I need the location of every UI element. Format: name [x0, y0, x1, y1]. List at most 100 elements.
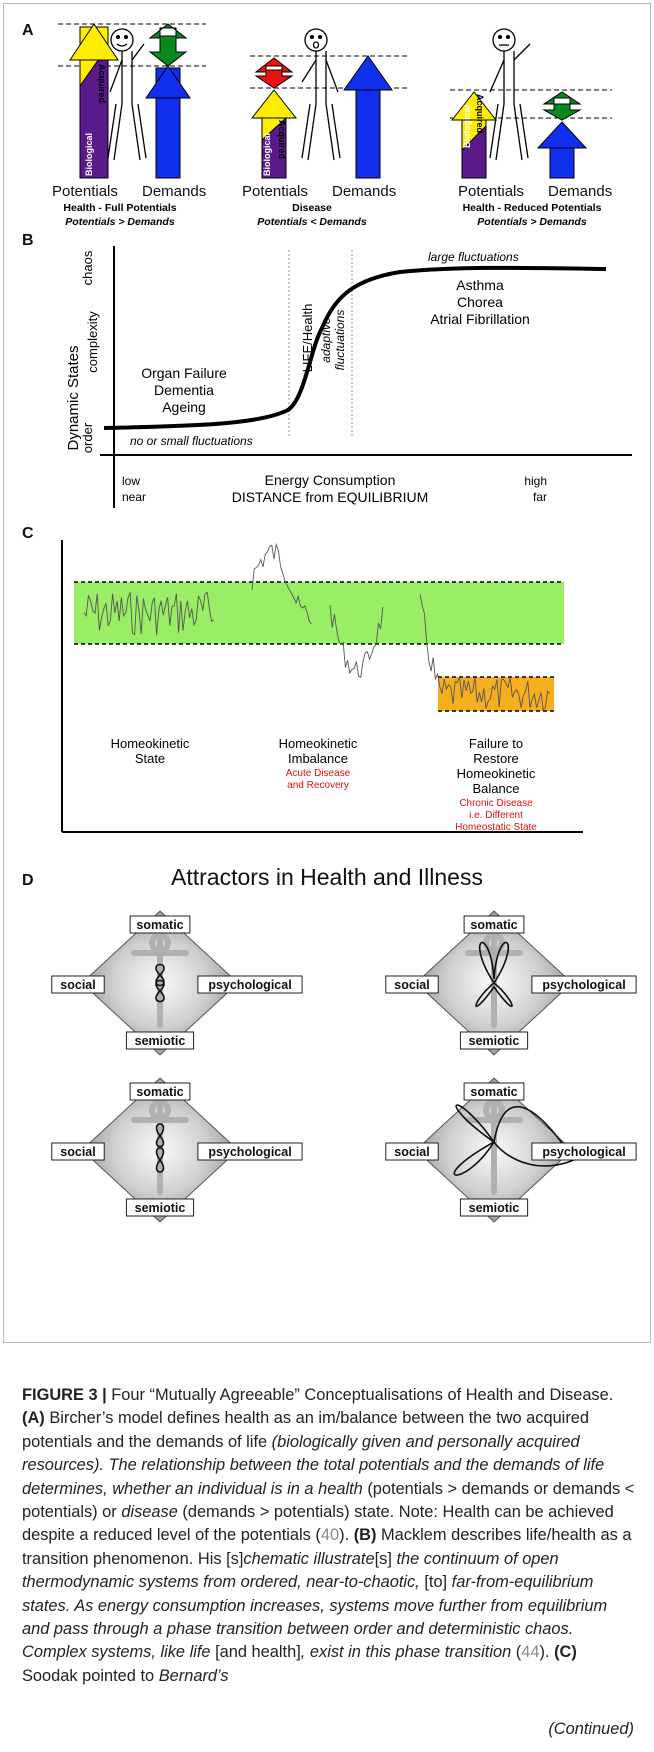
label-box	[385, 975, 439, 994]
panel-b-letter: B	[22, 232, 34, 249]
surplus-arrow-up	[542, 91, 582, 105]
potentials-arrow-head	[69, 23, 119, 61]
signal-trace	[83, 591, 215, 636]
label-box	[51, 975, 105, 994]
panel-d-letter: D	[22, 872, 34, 889]
order-example: Organ Failure	[141, 365, 227, 381]
biological-label: Biological	[262, 133, 272, 176]
human-silhouette	[131, 932, 189, 1028]
stick-figure	[301, 28, 341, 161]
label-text: semiotic	[469, 1201, 520, 1215]
label-imbalance-line: Homeokinetic	[279, 736, 358, 751]
state-title: Health - Full Potentials	[63, 202, 176, 214]
corner-label-right: psychological	[197, 975, 303, 994]
label-box	[531, 1142, 637, 1161]
caption-panel-ref: (A)	[22, 1409, 45, 1428]
state-relation: Potentials < Demands	[257, 216, 367, 228]
chaos-example: Atrial Fibrillation	[430, 311, 530, 327]
caption-text: chematic illustrate	[243, 1549, 375, 1568]
potentials-arrow-head	[450, 91, 498, 121]
demands-arrow-head	[343, 55, 393, 91]
caption-text: Soodak pointed to	[22, 1666, 159, 1685]
acquired-label: Acquired	[97, 64, 107, 103]
label-text: semiotic	[469, 1034, 520, 1048]
chronic-disease-note: Homeostatic State	[455, 822, 537, 833]
panel-c-homeokinesis: Homeokinetic State Homeokinetic Imbalanc…	[61, 540, 583, 833]
citation-link[interactable]: 40	[320, 1526, 340, 1545]
caption-text: (demands > potentials) state. Note: Heal…	[22, 1503, 614, 1545]
biological-potentials-area	[261, 116, 287, 179]
x-low-label: low	[122, 474, 140, 488]
demands-label: Demands	[332, 183, 396, 200]
corner-label-left: social	[51, 1142, 105, 1161]
attractor-diagram: somatic semiotic social psychological	[385, 910, 637, 1056]
panel-b-phase-transition: Dynamic States complexity chaos order la…	[65, 246, 632, 508]
signal-trace	[419, 594, 551, 712]
label-box	[125, 1198, 195, 1217]
label-text: semiotic	[135, 1201, 186, 1215]
caption-text: the continuum of open thermodynamic syst…	[22, 1549, 559, 1592]
corner-label-right: psychological	[197, 1142, 303, 1161]
x-high-label: high	[524, 474, 547, 488]
demands-label: Demands	[142, 183, 206, 200]
chronic-disease-note: i.e. Different	[469, 810, 523, 821]
caption-text: (	[511, 1643, 522, 1662]
panel-d-title: Attractors in Health and Illness	[171, 864, 483, 890]
corner-label-bottom: semiotic	[125, 1031, 195, 1050]
adaptive-label: adaptive	[319, 317, 333, 363]
label-text: psychological	[208, 1145, 291, 1159]
caption-text: [and health]	[210, 1643, 301, 1662]
label-text: somatic	[470, 1085, 517, 1099]
x-far-label: far	[533, 490, 547, 504]
label-box	[129, 915, 191, 934]
caption-text: ).	[339, 1526, 354, 1545]
corner-label-bottom: semiotic	[125, 1198, 195, 1217]
caption-panel-ref: (B)	[353, 1526, 377, 1545]
caption-text: (biologically given and personally acqui…	[22, 1432, 605, 1498]
label-box	[463, 1082, 525, 1101]
potentials-label: Potentials	[458, 183, 524, 200]
figure-caption: FIGURE 3 | Four “Mutually Agreeable” Con…	[22, 1384, 636, 1688]
caption-text: [to]	[419, 1573, 452, 1592]
label-text: social	[394, 978, 429, 992]
potentials-label: Potentials	[242, 183, 308, 200]
fluctuations-label: fluctuations	[333, 310, 347, 371]
label-imbalance-line: Imbalance	[288, 751, 348, 766]
label-box	[385, 1142, 439, 1161]
state-title: Health - Reduced Potentials	[463, 202, 602, 214]
citation-link[interactable]: 44	[521, 1643, 540, 1662]
figure-label: FIGURE 3 |	[22, 1386, 107, 1404]
biological-potentials-area	[461, 124, 487, 179]
caption-text: (potentials > demands or demands < poten…	[22, 1479, 635, 1522]
acute-disease-note: and Recovery	[287, 780, 349, 791]
label-box	[197, 975, 303, 994]
surplus-arrow-down	[148, 35, 188, 67]
x-axis-title-energy: Energy Consumption	[265, 472, 396, 488]
label-box	[125, 1031, 195, 1050]
deficit-arrow-down	[254, 69, 294, 89]
caption-text: Bircher’s model defines health as an im/…	[22, 1409, 590, 1451]
acquired-label: Acquired	[277, 120, 287, 159]
caption-text: far-from-equilibrium states. As energy c…	[22, 1573, 608, 1662]
caption-text: , exist in this phase transition	[300, 1643, 512, 1662]
corner-label-bottom: semiotic	[459, 1198, 529, 1217]
stick-figure	[489, 28, 531, 161]
y-axis-title: Dynamic States	[65, 345, 82, 450]
large-fluctuations-note: large fluctuations	[428, 250, 519, 264]
label-text: social	[60, 1145, 95, 1159]
label-text: somatic	[470, 918, 517, 932]
corner-label-left: social	[385, 975, 439, 994]
acquired-label: Acquired	[475, 94, 485, 133]
caption-text: [s]	[374, 1549, 397, 1568]
x-axis-title-distance: DISTANCE from EQUILIBRIUM	[232, 489, 429, 505]
panel-a-bircher-model: Acquired Biological Acquired Biological …	[52, 23, 612, 228]
corner-label-right: psychological	[531, 1142, 637, 1161]
homeokinetic-band	[74, 582, 564, 644]
attractor-loop	[155, 1123, 165, 1173]
label-text: social	[60, 978, 95, 992]
label-text: psychological	[542, 978, 625, 992]
